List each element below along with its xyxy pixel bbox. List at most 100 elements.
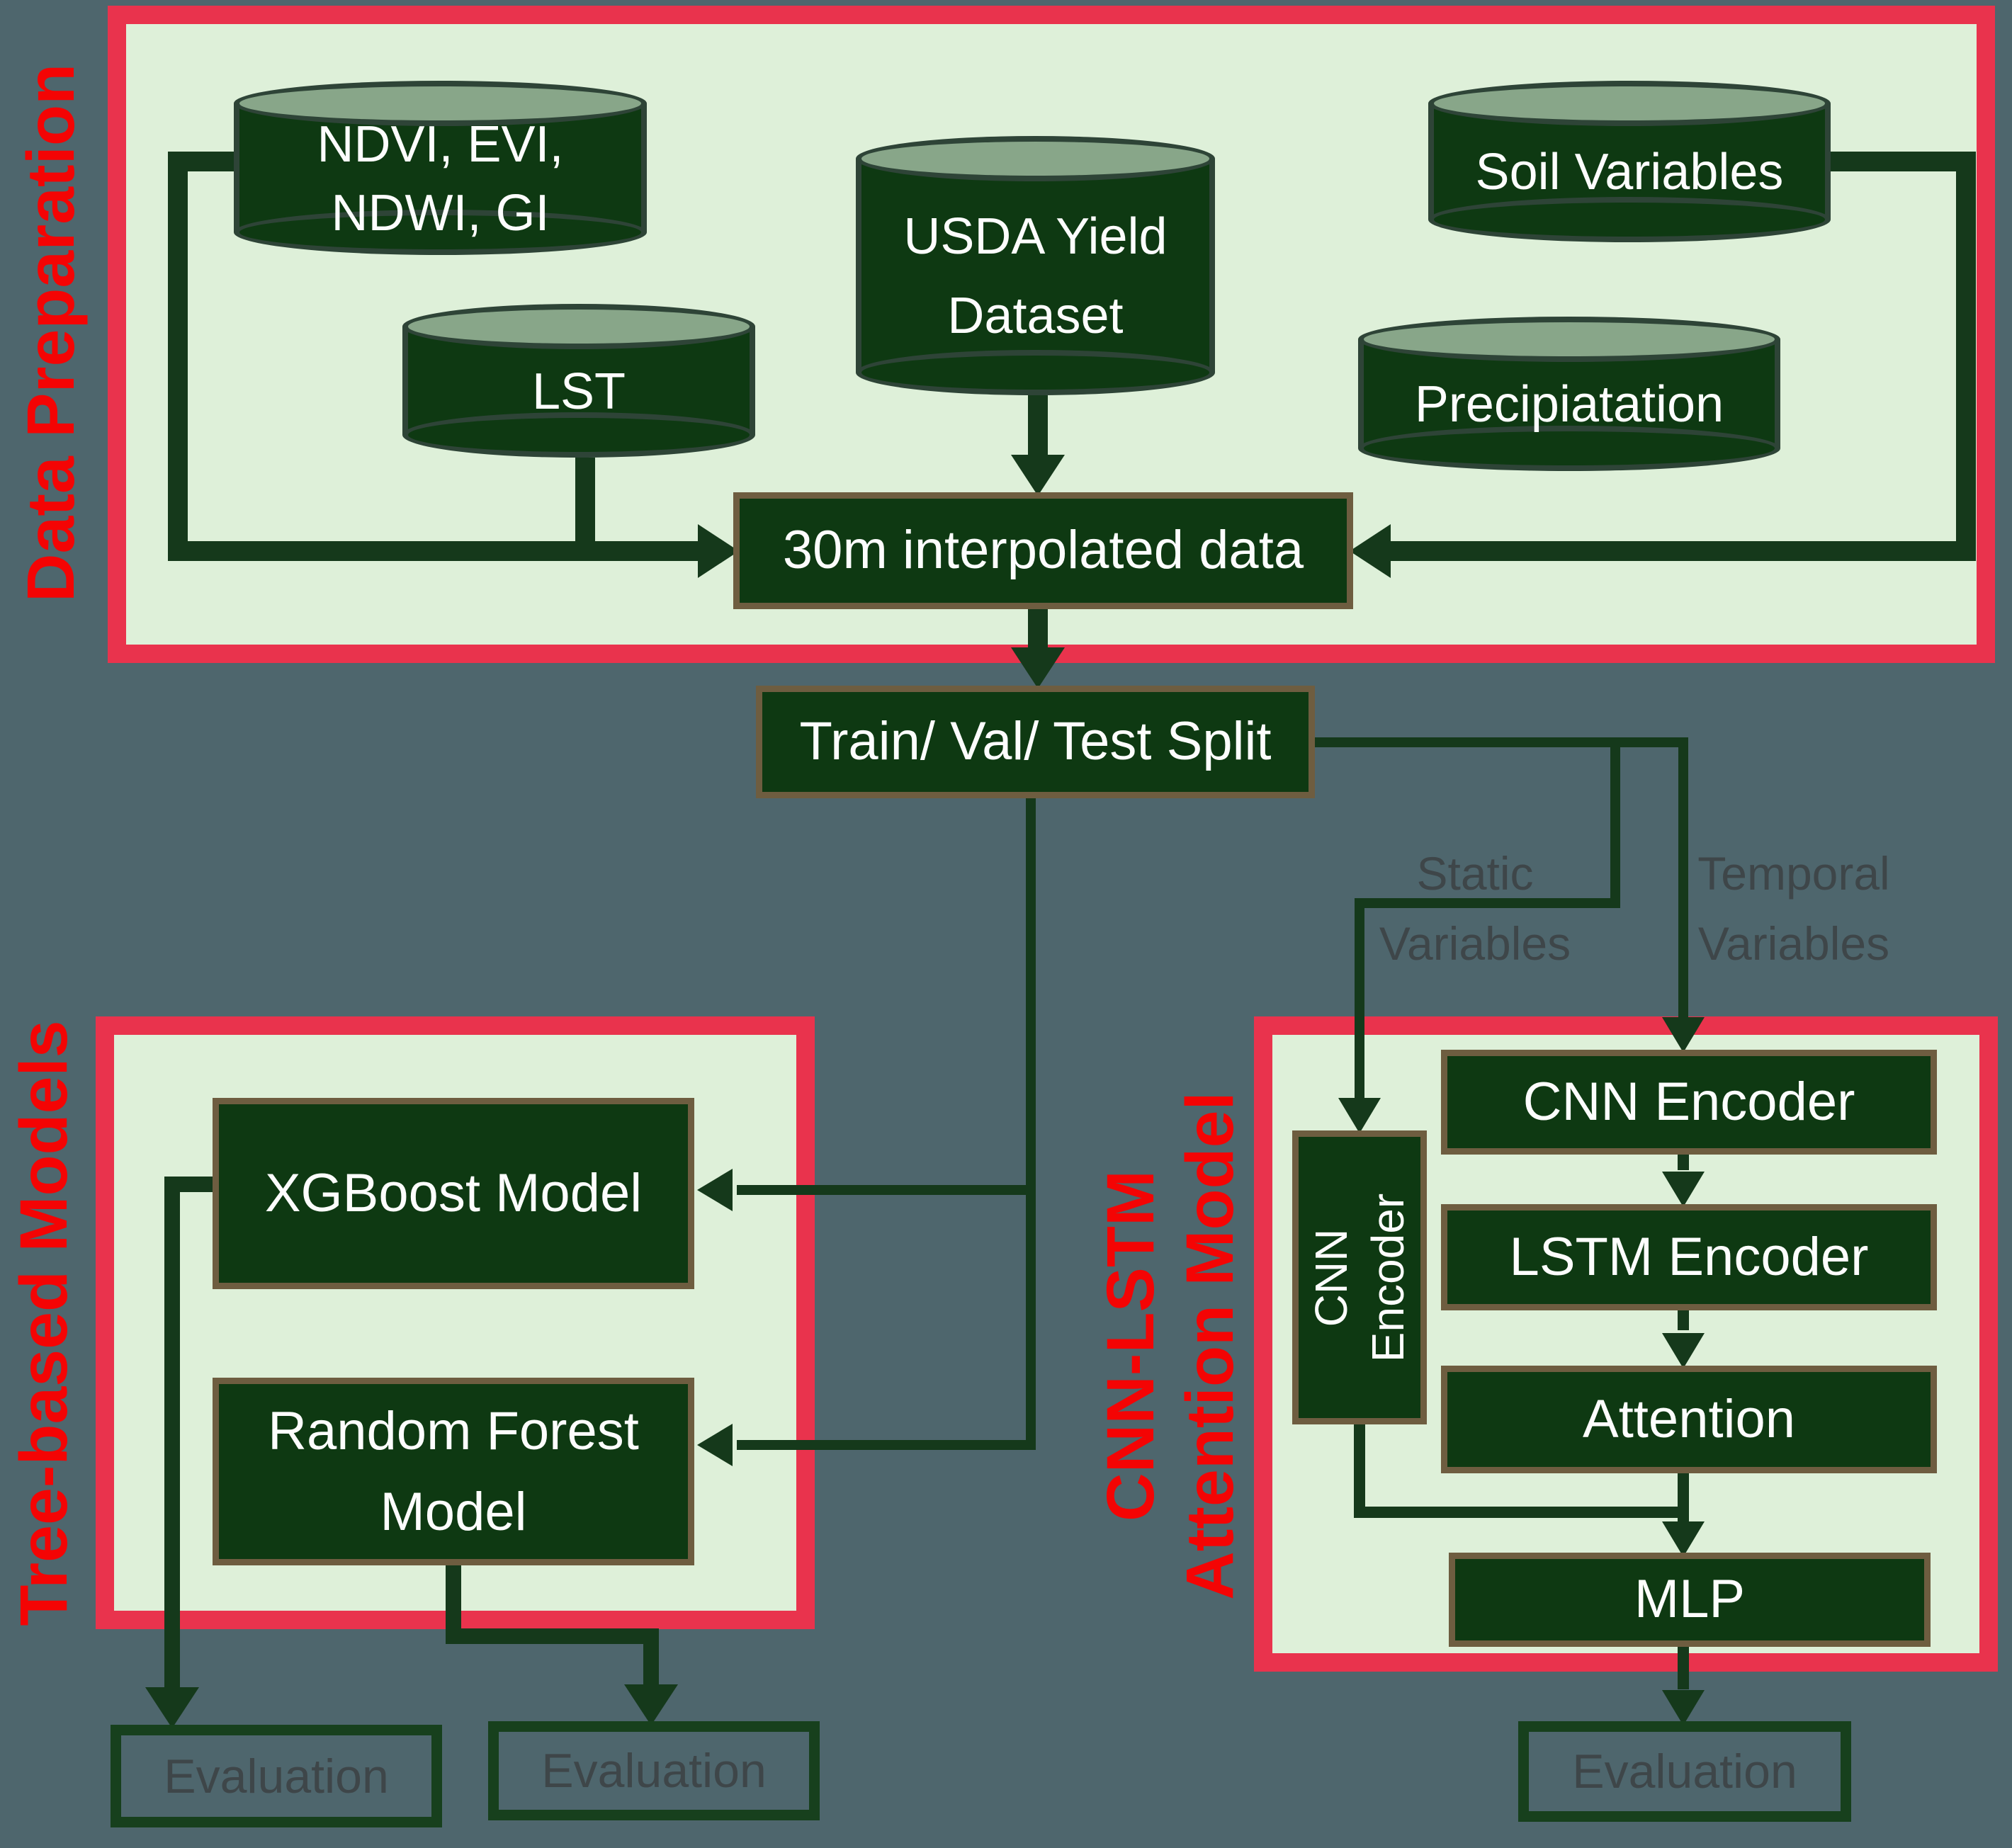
edge-mlp-out [1678,1647,1689,1689]
edge-usda-drop [1028,395,1048,459]
edge-interpolated-to-split [1028,609,1048,649]
indices-line1: NDVI, EVI, [317,115,564,173]
cnn-encoder-static-box: CNN Encoder [1292,1130,1427,1424]
xgboost-model-box: XGBoost Model [213,1098,694,1289]
edge-temporal-vertical [1678,737,1688,1017]
static-variables-label: Static Variables [1379,839,1571,979]
edge-soil-exit [1831,152,1976,171]
edge-branch-random-forest [737,1440,1036,1450]
edge-join-horizontal [1354,1507,1689,1518]
arrowhead-into-interpolated-right [1350,524,1391,578]
lst-cylinder-lid [402,304,755,349]
arrowhead-into-evaluation-xgboost [145,1687,199,1728]
temporal-label-line2: Variables [1697,917,1890,970]
cnn-encoder-box: CNN Encoder [1441,1050,1937,1155]
xgboost-text: XGBoost Model [264,1162,643,1223]
static-label-line2: Variables [1379,917,1571,970]
arrowhead-into-split [1011,647,1065,688]
evaluation-box-cnn-lstm: Evaluation [1518,1721,1851,1822]
edge-static-vertical-1 [1610,737,1620,908]
precipitation-text: Precipiatation [1414,376,1724,433]
mlp-text: MLP [1634,1569,1746,1630]
evaluation-cnn-lstm-text: Evaluation [1572,1745,1797,1798]
precipitation-cylinder: Precipiatation [1358,317,1780,471]
edge-static-cnn-out [1354,1424,1365,1518]
precipitation-cylinder-lid [1358,317,1780,362]
edge-split-down-rail [1026,798,1036,1450]
arrowhead-into-random-forest [697,1424,733,1466]
edge-left-rail [168,152,188,561]
edge-static-vertical-2 [1355,898,1364,1099]
train-val-test-split-box: Train/ Val/ Test Split [756,686,1315,798]
lst-cylinder-bottom [402,412,755,458]
arrowhead-temporal-into-cnn-encoder [1662,1017,1705,1053]
evaluation-box-random-forest: Evaluation [488,1721,820,1820]
edge-join-stub [1678,1507,1689,1524]
random-forest-line1: Random Forest [268,1400,639,1461]
arrowhead-into-interpolated-left [698,524,739,578]
lstm-encoder-text: LSTM Encoder [1509,1226,1869,1287]
lst-cylinder-label: LST [402,344,755,441]
precipitation-cylinder-label: Precipiatation [1358,356,1780,454]
random-forest-model-box: Random Forest Model [213,1378,694,1565]
tree-models-label: Tree-based Models [6,1020,81,1626]
mlp-box: MLP [1449,1553,1931,1647]
evaluation-xgboost-text: Evaluation [164,1749,389,1803]
edge-split-right-rail [1315,737,1688,747]
static-label-line1: Static [1416,847,1534,900]
cnn-encoder-static-line2: Encoder [1362,1193,1413,1362]
cnn-encoder-static-line1: CNN [1306,1228,1357,1327]
interpolated-data-text: 30m interpolated data [782,520,1304,581]
edge-attention-out [1678,1473,1689,1517]
soil-cylinder-label: Soil Variables [1428,120,1831,225]
indices-line2: NDWI, GI [331,185,550,242]
temporal-variables-label: Temporal Variables [1697,839,1889,979]
usda-line2: Dataset [947,288,1124,344]
temporal-label-line1: Temporal [1697,847,1890,900]
precipitation-cylinder-bottom [1358,426,1780,471]
edge-lst-drop [575,458,595,561]
edge-rf-elbow-horizontal [446,1628,659,1644]
arrowhead-into-interpolated-top [1011,455,1065,496]
soil-cylinder-bottom [1428,197,1831,242]
attention-text: Attention [1583,1388,1795,1449]
lst-text: LST [531,363,626,420]
indices-cylinder-lid [234,81,647,126]
evaluation-box-xgboost: Evaluation [111,1725,442,1827]
soil-cylinder-lid [1428,81,1831,126]
arrowhead-into-xgboost [697,1169,733,1211]
attention-box: Attention [1441,1366,1937,1473]
evaluation-random-forest-text: Evaluation [541,1744,767,1798]
split-text: Train/ Val/ Test Split [799,711,1272,772]
soil-cylinder: Soil Variables [1428,81,1831,242]
indices-cylinder: NDVI, EVI, NDWI, GI [234,81,647,255]
edge-branch-xgboost [737,1185,1036,1195]
arrowhead-into-lstm [1662,1172,1705,1207]
arrowhead-into-evaluation-rf [624,1684,678,1725]
edge-static-horizontal [1355,898,1620,908]
lst-cylinder: LST [402,304,755,458]
interpolated-data-box: 30m interpolated data [733,492,1353,609]
arrowhead-static-into-cnn-encoder [1338,1098,1381,1133]
soil-text: Soil Variables [1475,144,1784,201]
edge-lstm-to-attention [1678,1310,1689,1330]
usda-cylinder-lid [856,136,1215,181]
cnn-lstm-label: CNN-LSTM Attention Model [1091,1092,1250,1600]
edge-left-collector [168,541,699,561]
usda-cylinder-label: USDA Yield Dataset [856,176,1215,378]
edge-cnn-to-lstm [1678,1155,1689,1170]
edge-xgboost-eval-vertical [164,1177,180,1691]
arrowhead-into-mlp [1662,1521,1705,1557]
edge-right-rail [1956,152,1976,561]
cnn-encoder-static-label: CNN Encoder [1303,1193,1416,1361]
usda-cylinder-body [856,159,1215,373]
indices-cylinder-label: NDVI, EVI, NDWI, GI [234,116,647,242]
cnn-encoder-text: CNN Encoder [1522,1071,1855,1132]
indices-cylinder-bottom [234,210,647,255]
usda-line1: USDA Yield [903,208,1168,266]
usda-cylinder: USDA Yield Dataset [856,136,1215,395]
arrowhead-into-attention [1662,1333,1705,1368]
edge-right-collector [1391,541,1976,561]
arrowhead-into-evaluation-cnn [1662,1690,1705,1725]
edge-rf-exit [446,1565,461,1644]
